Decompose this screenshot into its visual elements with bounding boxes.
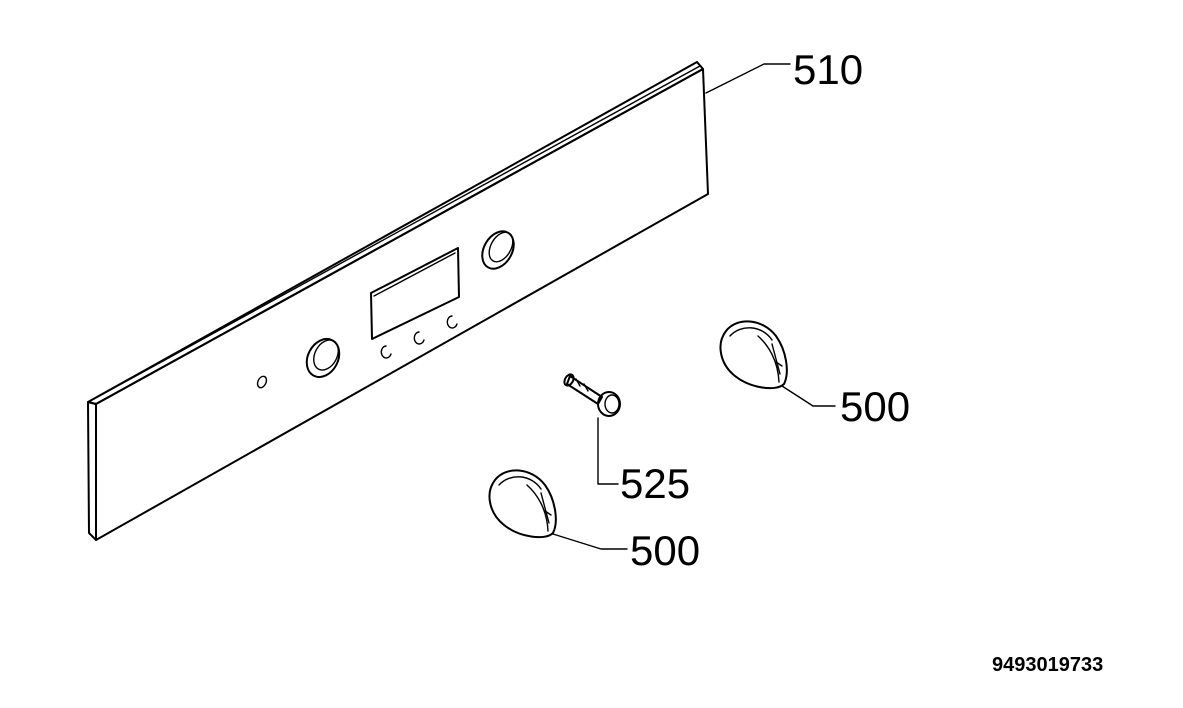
- leader-525: [597, 417, 619, 485]
- indicator-hole: [256, 375, 268, 389]
- left-knob-opening: [305, 337, 341, 379]
- label-510: 510: [793, 46, 863, 93]
- button-holes: [380, 315, 458, 359]
- knob-right: [719, 320, 788, 390]
- display-window: [370, 247, 460, 340]
- right-knob-opening: [481, 230, 515, 270]
- leader-510: [705, 63, 791, 94]
- label-500-left: 500: [630, 527, 700, 574]
- control-panel: [87, 61, 709, 541]
- knob-left: [488, 469, 557, 539]
- pin-spindle: [563, 373, 621, 417]
- leader-500-right: [781, 385, 836, 407]
- label-525: 525: [620, 460, 690, 507]
- label-500-right: 500: [840, 383, 910, 430]
- document-number: 9493019733: [992, 654, 1103, 676]
- leader-500-left: [552, 533, 628, 550]
